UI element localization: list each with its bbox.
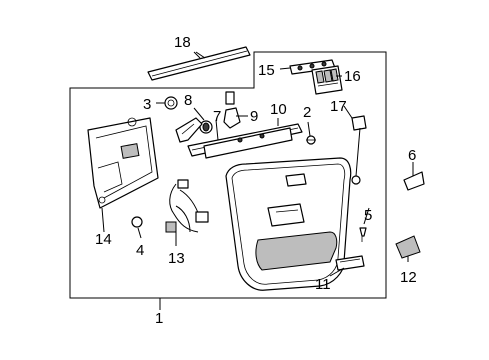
- callout-2: 2: [303, 104, 311, 121]
- assembly-frame: [69, 51, 387, 299]
- emblem: [403, 171, 425, 191]
- pull-handle-bezel: [175, 117, 203, 143]
- callout-10: 10: [270, 101, 287, 118]
- bracket: [223, 91, 241, 129]
- callout-4: 4: [136, 242, 144, 259]
- window-switch: [311, 65, 343, 95]
- molding-strip: [147, 46, 251, 81]
- callout-labels: 1 2 3 4 5 6 7 8 9 10 11 12 13 14 15 16 1…: [95, 34, 417, 327]
- plug-small: [131, 216, 143, 228]
- callout-7: 7: [213, 108, 221, 125]
- plug: [164, 96, 178, 110]
- leader-lines: [101, 51, 414, 310]
- callout-11: 11: [315, 276, 331, 293]
- callout-14: 14: [95, 231, 112, 248]
- door-trim-panel: [225, 157, 352, 291]
- armrest-strip: [187, 123, 303, 159]
- callout-13: 13: [168, 250, 185, 267]
- reflector: [335, 255, 365, 271]
- callout-8: 8: [184, 92, 192, 109]
- callout-17: 17: [330, 98, 347, 115]
- callout-5: 5: [364, 207, 372, 224]
- callout-15: 15: [258, 62, 275, 79]
- wiring-harness: [165, 179, 209, 233]
- callout-9: 9: [250, 108, 258, 125]
- callout-3: 3: [143, 96, 151, 113]
- lock-rod: [351, 115, 367, 185]
- insulator-pad: [395, 235, 421, 259]
- panel-insert: [87, 117, 159, 209]
- clip: [306, 135, 316, 145]
- screw: [359, 227, 367, 242]
- callout-6: 6: [408, 147, 416, 164]
- callout-1: 1: [155, 310, 163, 327]
- callout-12: 12: [400, 269, 417, 286]
- cap: [199, 120, 213, 134]
- callout-18: 18: [174, 34, 191, 51]
- callout-16: 16: [344, 68, 361, 85]
